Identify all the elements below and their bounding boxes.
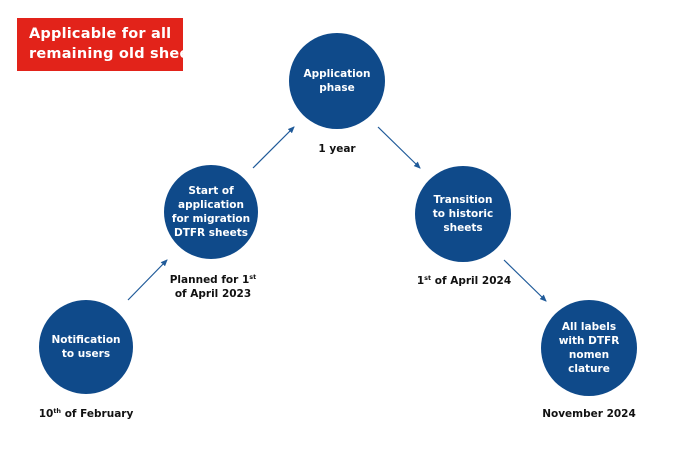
- caption-transition-rest: of April 2024: [431, 275, 512, 287]
- arrow-notify-to-start: [127, 259, 168, 301]
- node-start-of-application: Start of application for migration DTFR …: [164, 165, 258, 259]
- node-start-line-4: DTFR sheets: [173, 227, 249, 239]
- node-labels-line-3: nomen: [568, 349, 610, 361]
- node-transition: Transition to historic sheets: [415, 166, 511, 262]
- caption-labels-text: November 2024: [542, 408, 636, 420]
- caption-transition-num: 1: [416, 275, 425, 287]
- node-transition-line-1: Transition: [433, 194, 493, 206]
- node-notification-line-1: Notification: [51, 334, 121, 346]
- node-notification: Notification to users: [39, 300, 133, 394]
- banner-line-1: Applicable for all: [29, 26, 172, 42]
- node-labels-line-1: All labels: [561, 321, 617, 333]
- caption-notification-sup: th: [53, 407, 62, 415]
- arrow-start-to-application: [252, 126, 295, 169]
- caption-start-sup: st: [249, 273, 257, 281]
- caption-transition-line: 1st of April 2024: [412, 274, 516, 288]
- caption-transition-date: 1st of April 2024: [412, 274, 516, 288]
- caption-notification-num: 10: [38, 408, 54, 420]
- caption-notification-line: 10th of February: [34, 407, 138, 421]
- caption-transition-sup: st: [424, 274, 432, 282]
- caption-application-text: 1 year: [318, 143, 356, 155]
- caption-labels-date: November 2024: [537, 407, 641, 421]
- node-transition-line-2: to historic: [432, 208, 494, 220]
- caption-application-duration: 1 year: [300, 142, 374, 156]
- node-labels-line-2: with DTFR: [558, 335, 620, 347]
- node-application-line-1: Application: [303, 68, 371, 80]
- caption-start-date: Planned for 1st of April 2023: [168, 273, 258, 301]
- arrow-transition-to-labels: [503, 259, 547, 302]
- node-start-line-2: application: [178, 199, 244, 211]
- caption-notification-date: 10th of February: [34, 407, 138, 421]
- caption-start-pre: Planned for 1: [169, 274, 250, 286]
- node-notification-line-2: to users: [61, 348, 111, 360]
- node-start-line-3: for migration: [171, 213, 251, 225]
- node-transition-line-3: sheets: [443, 222, 483, 234]
- caption-start-line-2: of April 2023: [174, 288, 252, 300]
- node-application-line-2: phase: [319, 82, 355, 94]
- caption-start-line-1: Planned for 1st: [168, 273, 258, 287]
- node-all-labels: All labels with DTFR nomen clature: [541, 300, 637, 396]
- arrow-application-to-transition: [377, 126, 421, 169]
- caption-notification-rest: of February: [61, 408, 134, 420]
- node-application-phase: Application phase: [289, 33, 385, 129]
- node-labels-line-4: clature: [568, 363, 610, 375]
- scope-banner: Applicable for all remaining old sheets: [17, 18, 206, 71]
- banner-line-2: remaining old sheets: [29, 46, 206, 62]
- node-start-line-1: Start of: [188, 185, 234, 197]
